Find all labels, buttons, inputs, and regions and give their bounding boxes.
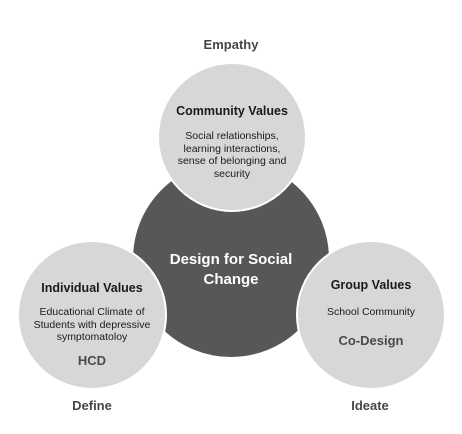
description-line: security <box>213 167 251 180</box>
description-line: learning interactions, <box>183 142 281 155</box>
community-values-description: Social relationships, learning interacti… <box>162 130 302 180</box>
description-line: Students with depressive <box>33 318 151 331</box>
description-line: School Community <box>326 306 416 318</box>
description-line: symptomatoloy <box>56 331 128 343</box>
community-values-circle <box>157 62 307 212</box>
phase-label-empathy: Empathy <box>203 37 259 52</box>
description-line: Social relationships, <box>185 130 279 142</box>
phase-label-define: Define <box>72 398 112 413</box>
center-title: Design for Social Change <box>141 250 321 290</box>
group-values-heading: Group Values <box>330 278 412 292</box>
group-values-description: School Community <box>301 306 441 319</box>
community-values-heading: Community Values <box>176 104 288 118</box>
description-line: Educational Climate of <box>39 306 145 318</box>
individual-values-method: HCD <box>77 353 107 368</box>
individual-values-heading: Individual Values <box>41 281 143 295</box>
description-line: sense of belonging and <box>177 155 287 167</box>
group-values-circle <box>296 240 446 390</box>
group-values-method: Co-Design <box>338 333 404 348</box>
phase-label-ideate: Ideate <box>351 398 389 413</box>
individual-values-description: Educational Climate of Students with dep… <box>17 306 167 344</box>
individual-values-circle <box>17 240 167 390</box>
center-title-line-2: Change <box>203 271 259 288</box>
center-title-line-1: Design for Social <box>169 251 293 268</box>
